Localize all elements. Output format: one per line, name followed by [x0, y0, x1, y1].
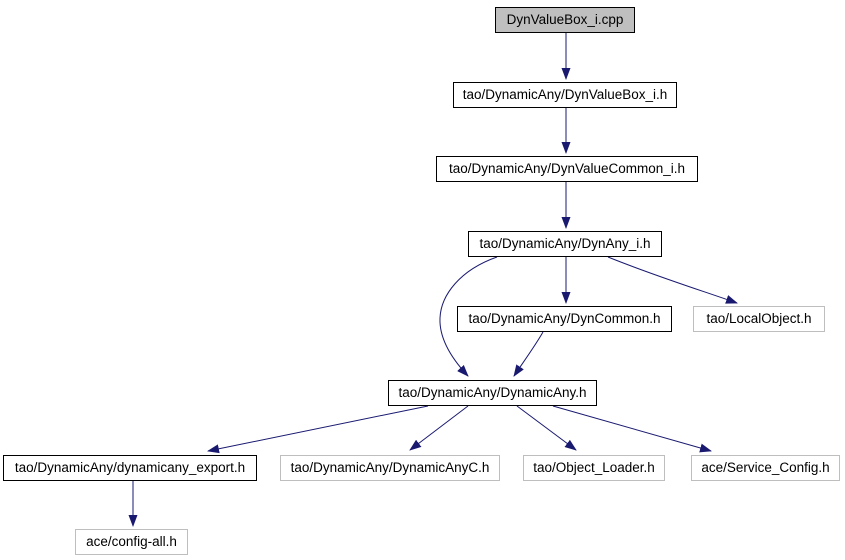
edge-dynamicany-to-serviceconfig — [552, 405, 712, 453]
node-object-loader-h: tao/Object_Loader.h — [523, 455, 665, 481]
edge-dynamicany-to-objectloader — [516, 405, 577, 451]
node-localobject-h: tao/LocalObject.h — [693, 306, 825, 332]
edge-dyncommon-to-dynamicany — [513, 331, 544, 377]
node-dynamicany-h[interactable]: tao/DynamicAny/DynamicAny.h — [388, 380, 597, 406]
node-dynvaluecommon-i-h[interactable]: tao/DynamicAny/DynValueCommon_i.h — [436, 156, 698, 182]
node-service-config-h: ace/Service_Config.h — [691, 455, 840, 481]
node-dyncommon-h[interactable]: tao/DynamicAny/DynCommon.h — [457, 306, 672, 332]
edge-dynamicany-to-dynamicanyc — [409, 405, 469, 451]
node-dynamicany-export-h[interactable]: tao/DynamicAny/dynamicany_export.h — [3, 455, 257, 481]
node-dynvaluebox-i-cpp: DynValueBox_i.cpp — [495, 7, 635, 33]
node-dynany-i-h[interactable]: tao/DynamicAny/DynAny_i.h — [468, 231, 662, 257]
node-dynvaluebox-i-h[interactable]: tao/DynamicAny/DynValueBox_i.h — [453, 82, 677, 108]
edge-dynany-to-dynamicany — [439, 256, 498, 377]
edge-dynany-to-localobject — [607, 256, 738, 304]
edge-dynamicany-to-export — [207, 405, 429, 454]
node-dynamicanyc-h: tao/DynamicAny/DynamicAnyC.h — [280, 455, 500, 481]
node-config-all-h: ace/config-all.h — [75, 529, 188, 555]
